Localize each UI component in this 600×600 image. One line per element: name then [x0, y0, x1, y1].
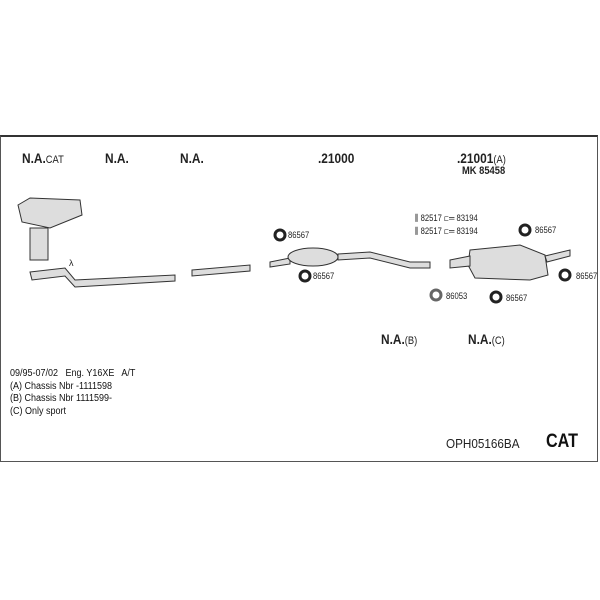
- clamp-row: ⫼ 82517 ⊏═ 83194: [415, 213, 478, 224]
- notes: 09/95-07/02 Eng. Y16XE A/T (A) Chassis N…: [10, 368, 135, 418]
- center-silencer-pipe: [269, 257, 291, 268]
- hanger-icon: [273, 228, 287, 242]
- tailpipe: [544, 249, 571, 263]
- part-number: 86567: [288, 230, 310, 240]
- position-label-21001: .21001(A): [457, 150, 506, 166]
- note-line: (A) Chassis Nbr -1111598: [10, 380, 113, 392]
- position-label-b: N.A.(B): [381, 331, 418, 347]
- catalytic-converter: [29, 227, 49, 261]
- position-label-3: N.A.: [180, 150, 204, 166]
- kit-label: MK 85458: [462, 165, 506, 177]
- clamp-row: ⫼ 82517 ⊏═ 83194: [415, 226, 478, 237]
- rear-silencer: [467, 244, 549, 281]
- hanger-icon: [558, 268, 572, 282]
- lambda-sensor-label: λ: [69, 258, 74, 268]
- diagram-frame: [0, 135, 598, 462]
- note-line: 09/95-07/02 Eng. Y16XE A/T: [10, 368, 136, 379]
- position-label-c: N.A.(C): [468, 331, 505, 347]
- kit-code: OPH05166BA: [446, 436, 520, 451]
- hanger-icon: [518, 223, 532, 237]
- note-line: (C) Only sport: [10, 405, 67, 417]
- hanger-icon: [298, 269, 312, 283]
- part-number: 83194: [456, 226, 478, 236]
- part-number: 86567: [506, 293, 528, 303]
- ring-icon: [429, 288, 443, 302]
- part-number: 86053: [446, 291, 468, 301]
- rear-inlet-pipe: [449, 255, 471, 269]
- type-badge: CAT: [546, 431, 578, 452]
- center-silencer: [287, 247, 339, 267]
- position-label-2: N.A.: [105, 150, 129, 166]
- part-number: 86567: [576, 271, 598, 281]
- note-line: (B) Chassis Nbr 1111599-: [10, 393, 113, 404]
- part-number: 82517: [420, 226, 442, 236]
- mid-pipe: [337, 251, 431, 269]
- part-number: 86567: [535, 225, 557, 235]
- part-number: 86567: [313, 271, 335, 281]
- bolt-icon: ⊏═: [444, 213, 455, 223]
- part-number: 83194: [456, 213, 478, 223]
- clamp-icon: ⫼: [415, 226, 419, 236]
- intermediate-pipe: [191, 264, 251, 277]
- manifold: [17, 197, 83, 229]
- part-number: 82517: [420, 213, 442, 223]
- clamp-icon: ⫼: [415, 213, 419, 223]
- position-label-cat: N.A.CAT: [22, 150, 64, 166]
- position-label-21000: .21000: [318, 150, 355, 166]
- front-pipe: [29, 267, 176, 288]
- bolt-icon: ⊏═: [444, 226, 455, 236]
- hanger-icon: [489, 290, 503, 304]
